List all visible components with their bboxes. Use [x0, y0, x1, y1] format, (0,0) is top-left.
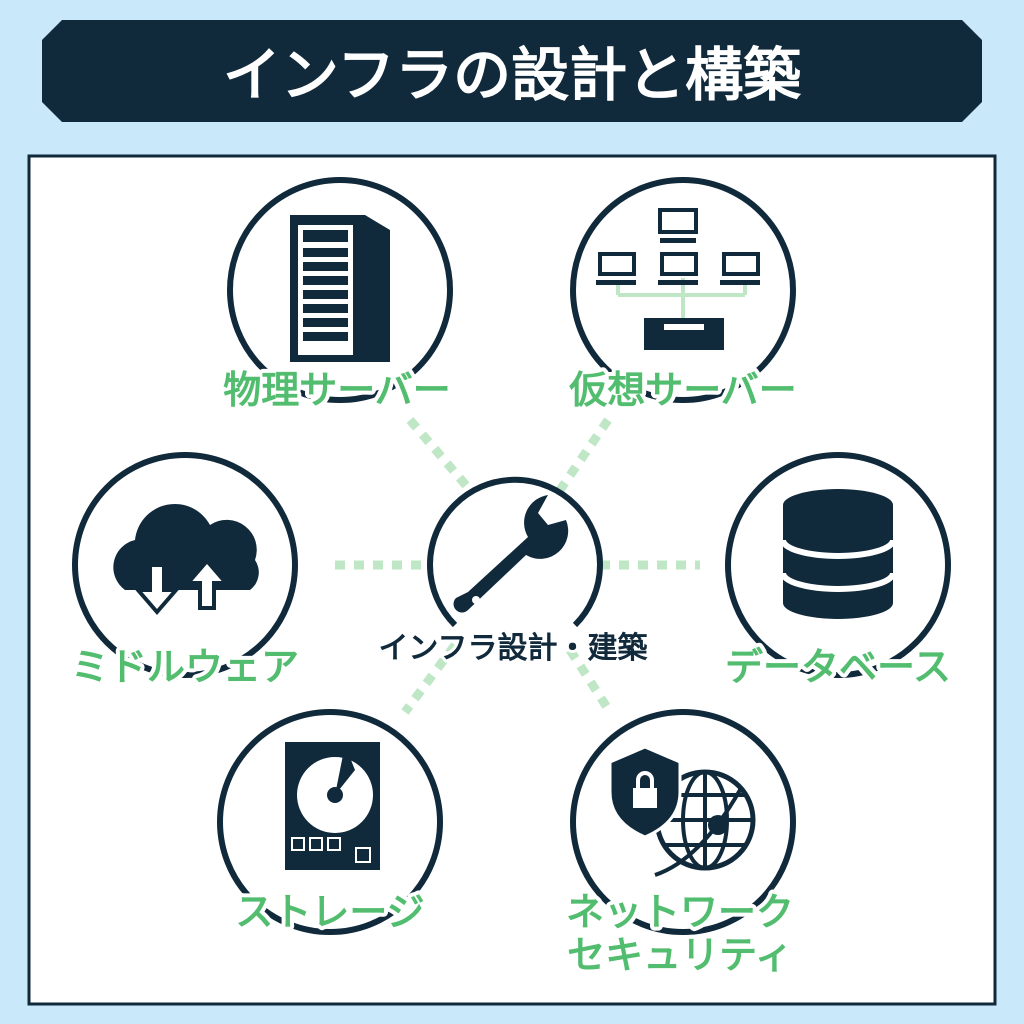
node-storage: ストレージ: [217, 709, 443, 938]
label-virtual-server: 仮想サーバー: [568, 368, 797, 412]
network-computers-icon: [596, 208, 760, 350]
node-network-security: ネットワーク セキュリティ: [562, 709, 798, 981]
cloud-transfer-icon: [113, 503, 259, 616]
node-virtual-server: 仮想サーバー: [564, 177, 801, 416]
page-title: インフラの設計と構築: [223, 41, 802, 109]
label-network: ネットワーク: [566, 890, 794, 934]
node-database: データベース: [721, 452, 955, 693]
node-center: インフラ設計・建築: [375, 476, 652, 669]
label-physical-server: 物理サーバー: [223, 368, 451, 412]
node-physical-server: 物理サーバー: [219, 177, 455, 416]
label-center: インフラ設計・建築: [378, 631, 648, 666]
database-icon: [780, 489, 896, 619]
label-security: セキュリティ: [567, 933, 793, 977]
server-tower-icon: [290, 215, 390, 362]
connector-lines: [335, 417, 700, 715]
node-middleware: ミドルウェア: [67, 452, 303, 693]
shield-globe-icon: [608, 745, 756, 877]
title-banner: インフラの設計と構築: [42, 20, 982, 122]
label-database: データベース: [725, 645, 951, 689]
label-middleware: ミドルウェア: [71, 645, 299, 689]
label-storage: ストレージ: [235, 890, 424, 934]
wrench-icon: [453, 495, 569, 613]
hard-disk-icon: [285, 742, 380, 870]
